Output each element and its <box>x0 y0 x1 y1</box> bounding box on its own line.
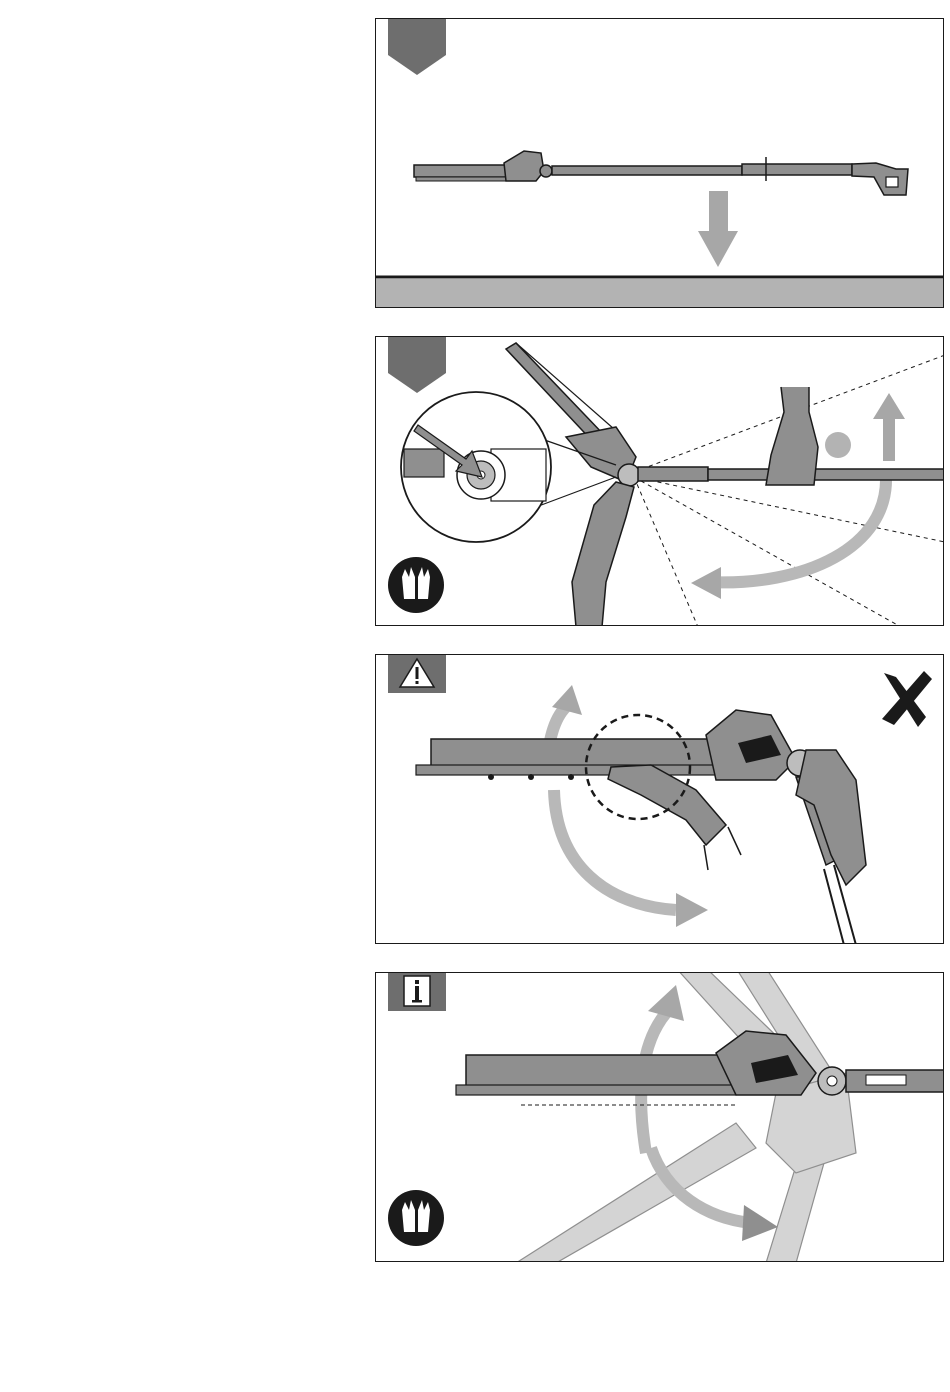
step-number-circle-2 <box>825 432 851 458</box>
gloves-icon <box>388 557 444 613</box>
gloves-icon <box>388 1190 444 1246</box>
step-2-illustration <box>376 337 944 626</box>
down-arrow-icon <box>698 191 738 267</box>
hedge-trimmer-tool <box>456 1031 944 1095</box>
step-1-panel <box>375 18 944 308</box>
step-2-panel <box>375 336 944 626</box>
step-badge-icon <box>388 336 446 393</box>
info-panel <box>375 972 944 1262</box>
warning-illustration <box>376 655 944 944</box>
warning-panel <box>375 654 944 944</box>
step-1-illustration <box>376 19 944 308</box>
cross-mark-icon <box>882 671 932 727</box>
info-illustration <box>376 973 944 1262</box>
hedge-trimmer-tool <box>414 151 908 195</box>
step-badge-icon <box>388 18 446 75</box>
warning-triangle-icon <box>388 654 446 693</box>
info-icon <box>388 972 446 1011</box>
